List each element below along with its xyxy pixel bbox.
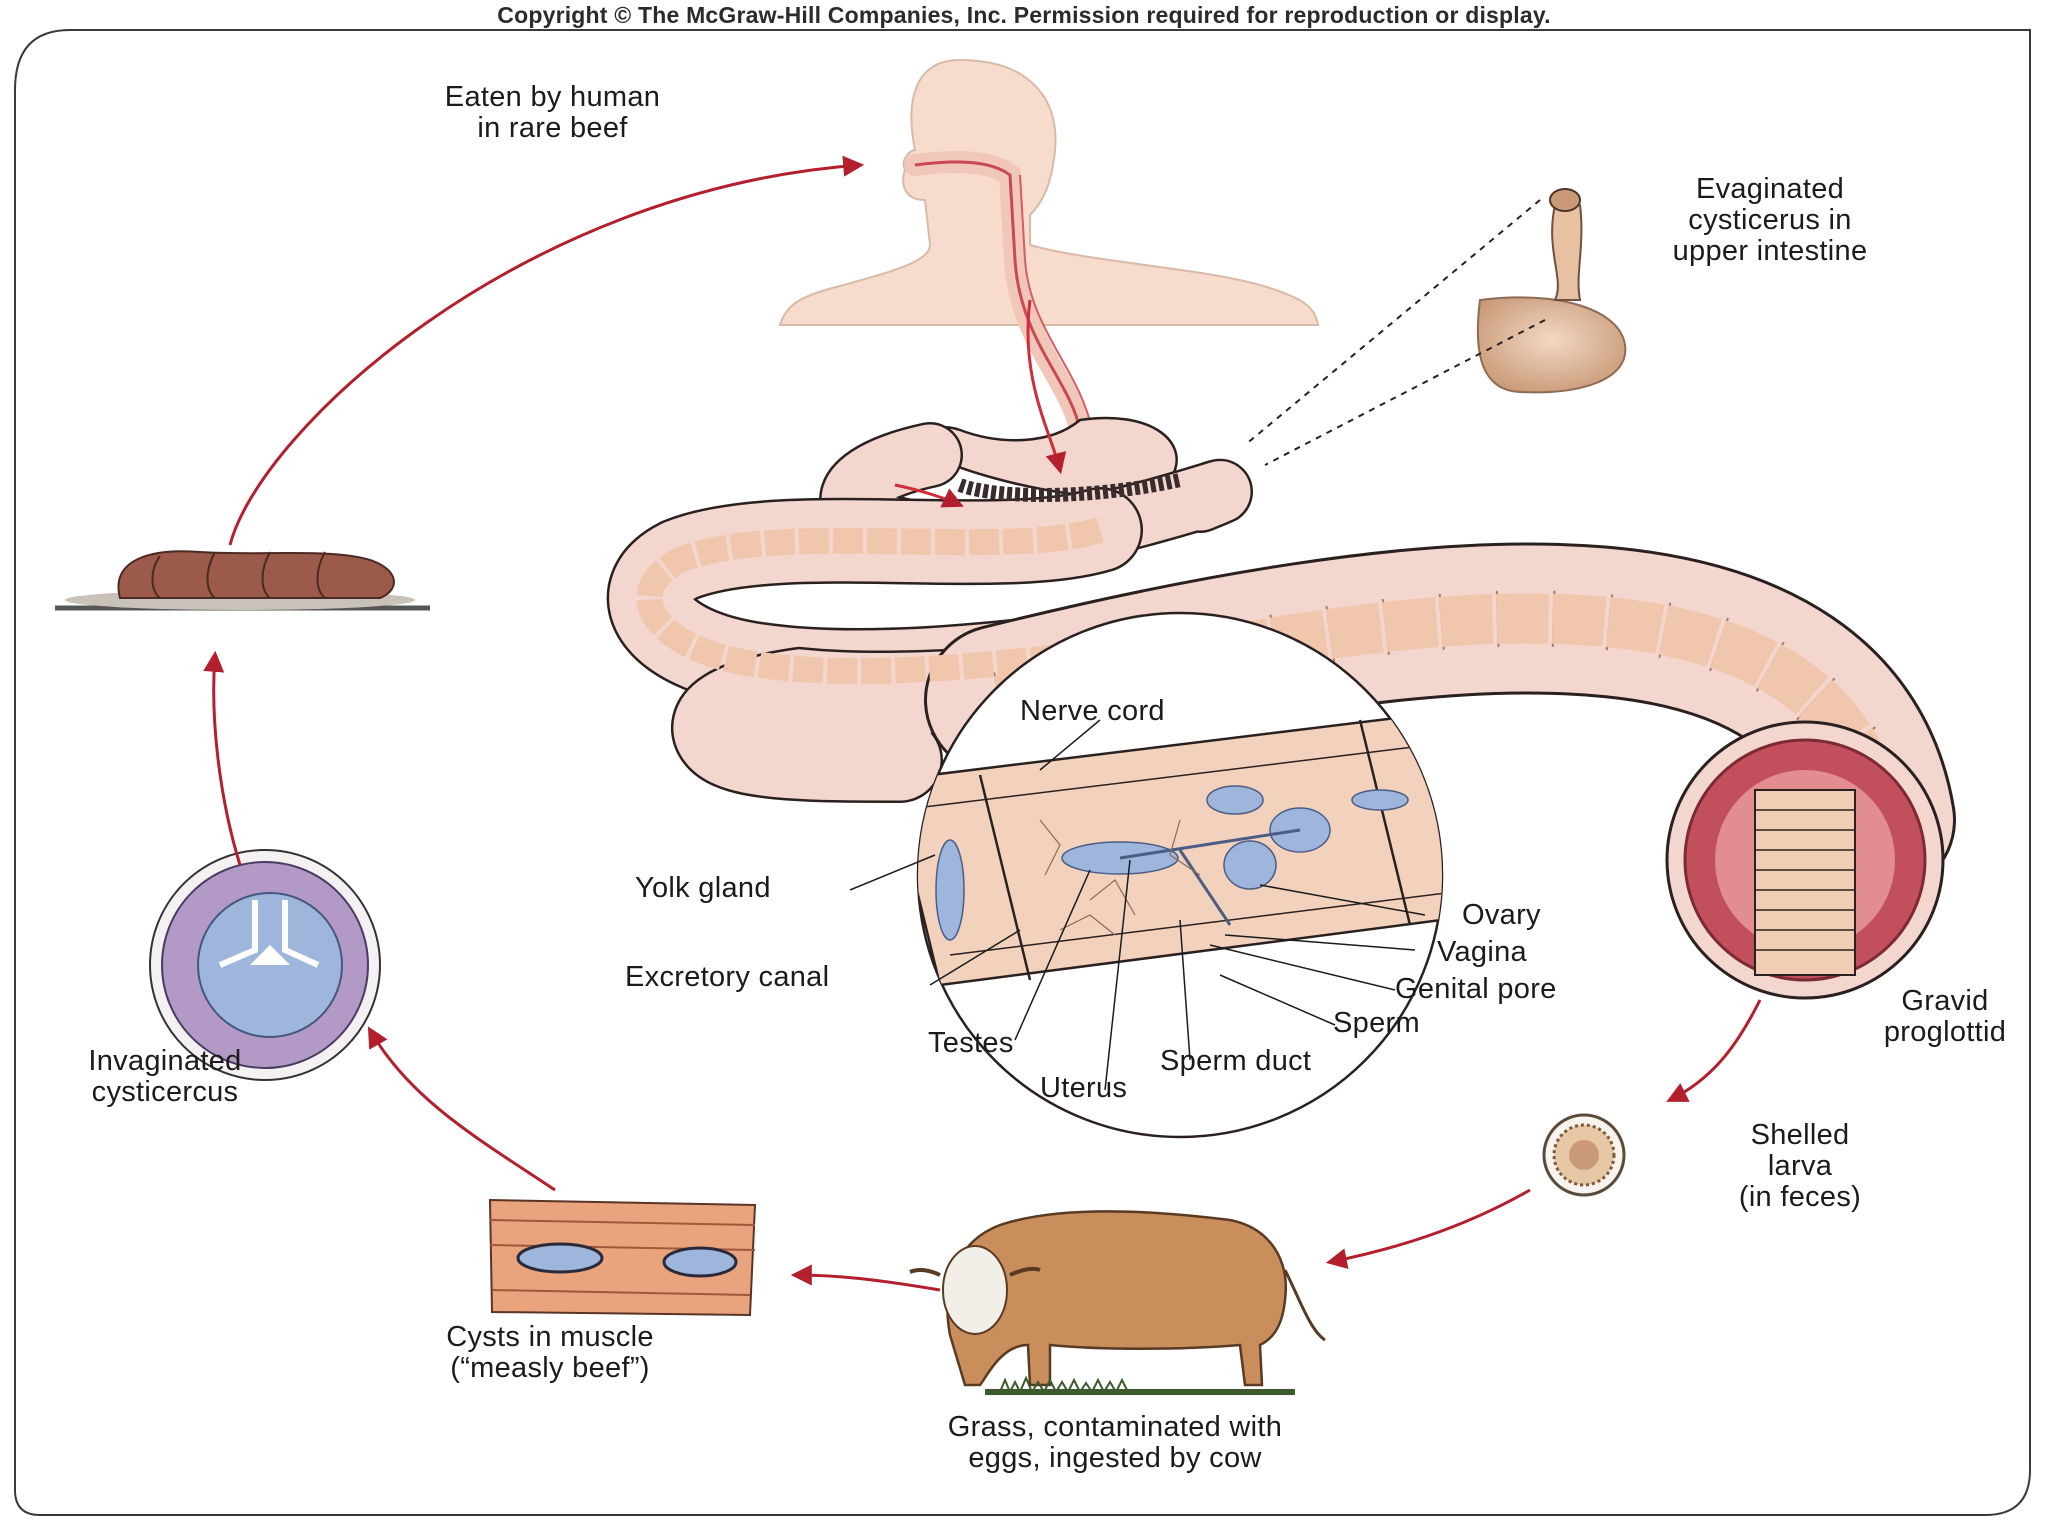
human-silhouette bbox=[778, 58, 1320, 326]
proglottid-magnified bbox=[916, 611, 1444, 1139]
invaginated-cysticercus bbox=[149, 849, 381, 1081]
label-gravid-proglottid: Gravid proglottid bbox=[1883, 985, 2007, 1048]
label-sperm: Sperm bbox=[1333, 1007, 1420, 1039]
shelled-larva bbox=[1542, 1113, 1626, 1197]
label-leader-lines bbox=[849, 719, 1426, 1091]
label-shelled-larva: Shelled larva (in feces) bbox=[1738, 1119, 1862, 1213]
label-eaten-by-human: Eaten by human in rare beef bbox=[444, 81, 661, 144]
label-nerve-cord: Nerve cord bbox=[1020, 695, 1165, 727]
copyright-notice: Copyright © The McGraw-Hill Companies, I… bbox=[497, 2, 1551, 28]
label-excretory-canal: Excretory canal bbox=[625, 961, 830, 993]
cycle-arrows bbox=[203, 155, 1762, 1292]
label-yolk-gland: Yolk gland bbox=[635, 872, 771, 904]
cow-illustration bbox=[909, 1210, 1326, 1395]
label-testes: Testes bbox=[928, 1027, 1014, 1059]
label-ovary: Ovary bbox=[1462, 899, 1541, 931]
label-sperm-duct: Sperm duct bbox=[1160, 1045, 1312, 1077]
label-cysts-in-muscle: Cysts in muscle (“measly beef”) bbox=[446, 1321, 654, 1384]
label-genital-pore: Genital pore bbox=[1395, 973, 1557, 1005]
rare-beef bbox=[55, 550, 430, 611]
label-uterus: Uterus bbox=[1040, 1072, 1128, 1104]
intestine-cross-section bbox=[1665, 720, 1945, 1000]
measly-beef-muscle bbox=[488, 1198, 757, 1317]
label-evaginated-cysticerus: Evaginated cysticerus in upper intestine bbox=[1672, 173, 1868, 267]
label-vagina: Vagina bbox=[1437, 936, 1527, 968]
slide-frame bbox=[14, 29, 2031, 1516]
label-invaginated-cysticercus: Invaginated cysticercus bbox=[88, 1045, 242, 1108]
label-grass-contaminated: Grass, contaminated with eggs, ingested … bbox=[947, 1411, 1283, 1474]
evaginated-cysticercus bbox=[1244, 188, 1627, 466]
